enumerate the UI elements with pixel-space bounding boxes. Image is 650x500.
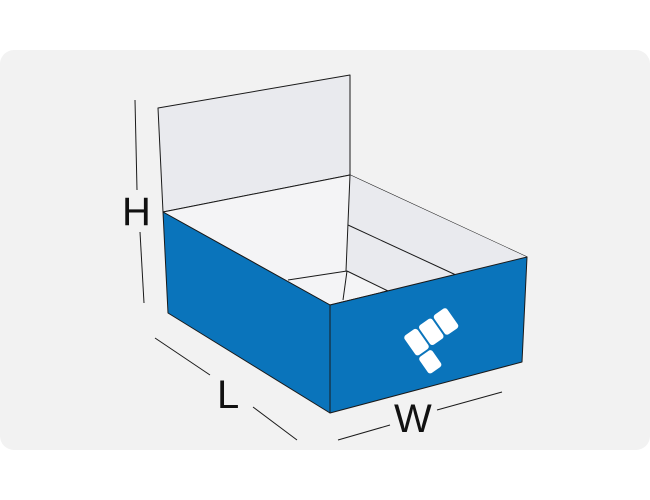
height-dimension-line — [139, 231, 145, 304]
interior-right-wall — [347, 175, 527, 291]
interior-corner-line — [345, 174, 351, 272]
height-label: H — [122, 190, 151, 234]
brand-logo-icon — [404, 308, 459, 374]
length-dimension-line — [252, 406, 298, 441]
interior-fold-line — [347, 224, 457, 276]
width-dimension-line — [337, 424, 391, 441]
interior-floor-line — [346, 270, 389, 292]
interior-floor-line — [342, 270, 348, 301]
length-label: L — [217, 373, 239, 417]
interior-floor-line — [287, 270, 348, 281]
width-label: W — [394, 397, 432, 441]
height-dimension-line — [134, 99, 138, 191]
width-dimension-line — [436, 391, 503, 411]
length-dimension-line — [154, 337, 211, 376]
